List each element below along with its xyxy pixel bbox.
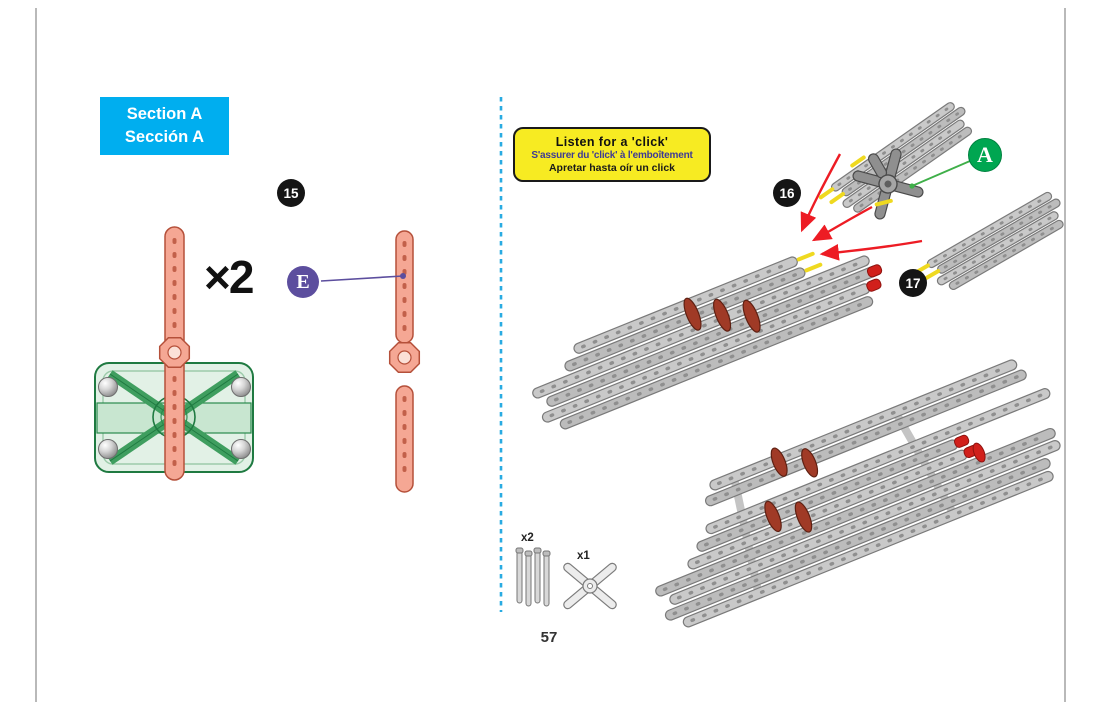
step-16-badge: 16 [773,179,801,207]
page-edge-right [1064,8,1066,702]
quantity-label: ×2 [204,251,254,303]
steel-ball [98,439,118,459]
click-callout-box: Listen for a 'click' S'assurer du 'click… [513,127,711,182]
steel-ball [98,377,118,397]
part-e-badge: E [287,266,319,298]
step-15-badge: 15 [277,179,305,207]
attachment-arrows [800,153,923,261]
callout-line-es: Apretar hasta oír un click [548,162,676,174]
page-number: 57 [540,629,558,646]
assembly-a-badge: A [968,138,1002,172]
x-connector-illustration [852,148,924,220]
callout-line-en: Listen for a 'click' [555,135,669,149]
right-beam-cluster [913,191,1064,291]
inventory-pins-count: x2 [521,532,534,544]
section-label-es: Sección A [124,128,205,146]
section-label-en: Section A [126,104,203,123]
steel-ball [231,439,251,459]
page-edge-left [35,8,37,702]
callout-line-fr: S'assurer du 'click' à l'emboîtement [531,150,693,161]
section-label: Section A Sección A [100,97,229,155]
inventory-connector-count: x1 [577,550,590,562]
lower-beam-assembly-illustration [655,359,1061,628]
part-e-leader-line [320,273,406,282]
step-17-badge: 17 [899,269,927,297]
inventory-pins-illustration [515,547,551,607]
assembly-a-leader-line [909,160,971,189]
steel-ball [231,377,251,397]
upper-beam-assembly-illustration [532,251,883,430]
part-e-exploded-illustration [388,230,421,493]
inventory-connector-illustration [563,562,617,610]
part-e-assembled-illustration [158,226,191,481]
